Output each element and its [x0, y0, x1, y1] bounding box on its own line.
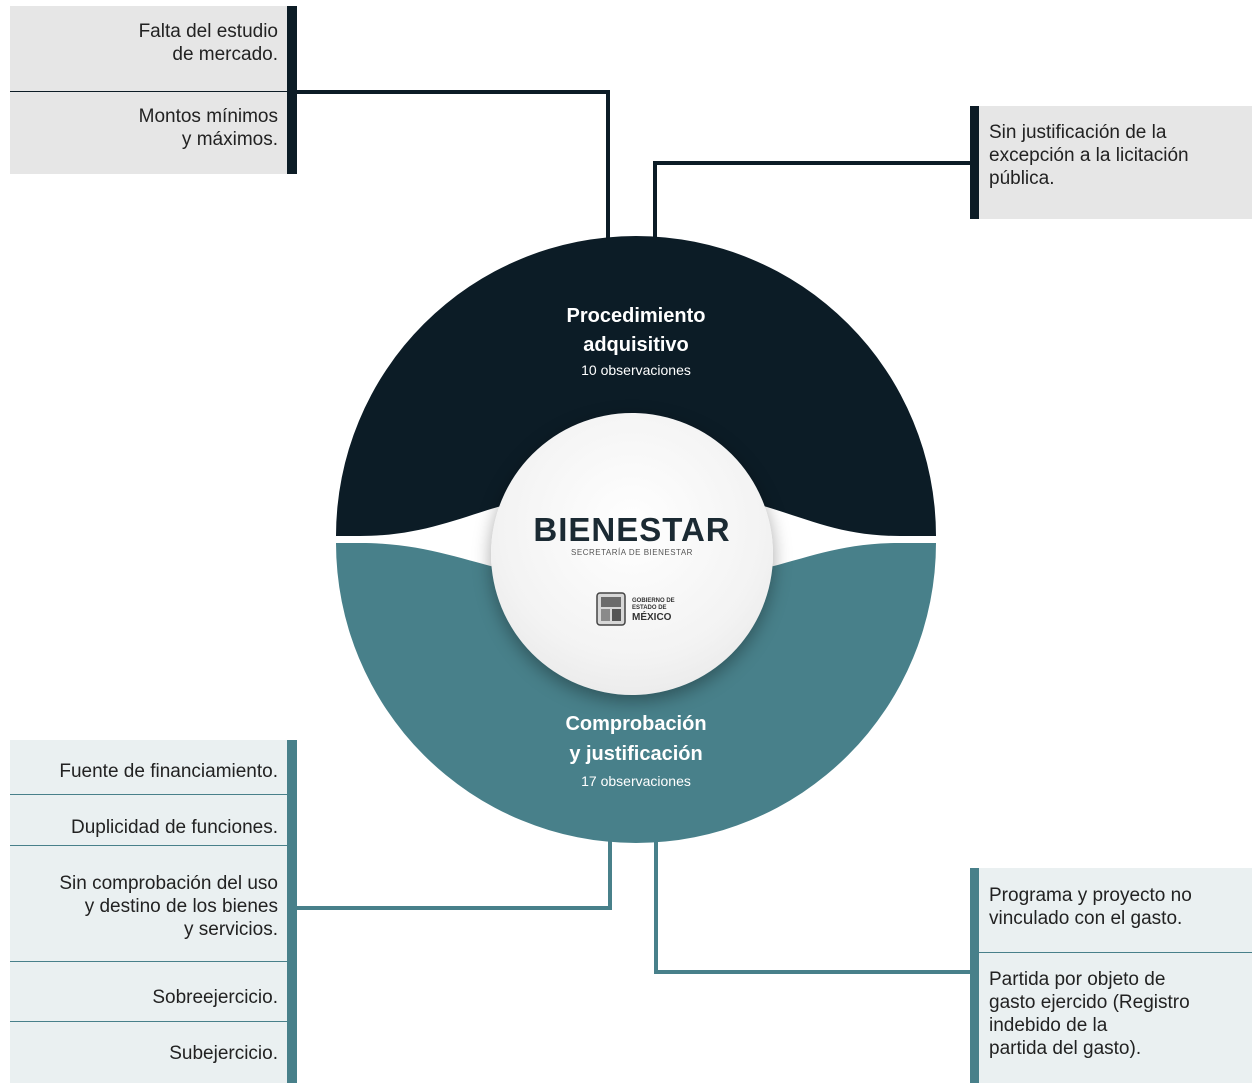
segment-procedimiento-adquisitivo	[336, 236, 936, 536]
list-item: Fuente de financiamiento.	[59, 761, 278, 782]
connector-top-left	[297, 90, 610, 242]
divider	[10, 794, 287, 795]
segment-top-title-line1: Procedimiento	[566, 305, 706, 327]
segment-bottom-count: 17 observaciones	[581, 773, 691, 789]
segment-bottom-title-line2: y justificación	[569, 743, 703, 765]
bienestar-logo-subtitle: SECRETARÍA DE BIENESTAR	[571, 548, 693, 557]
segment-top-count: 10 observaciones	[581, 362, 691, 378]
gobierno-edomex-logo: GOBIERNO DE ESTADO DE MÉXICO	[632, 598, 675, 623]
divider	[10, 91, 287, 92]
list-item: Subejercicio.	[169, 1043, 278, 1064]
top-left-accent-bar	[287, 6, 297, 174]
top-right-panel	[970, 106, 1252, 219]
list-item: Duplicidad de funciones.	[70, 817, 278, 838]
bottom-left-panel	[10, 740, 297, 1083]
connector-bottom-left	[297, 838, 612, 910]
divider	[10, 1021, 287, 1022]
list-item: Sobreejercicio.	[152, 987, 278, 1008]
bottom-left-accent-bar	[287, 740, 297, 1083]
bottom-right-panel	[970, 868, 1252, 1083]
divider	[10, 961, 287, 962]
top-right-accent-bar	[970, 106, 979, 219]
coat-of-arms-icon	[596, 592, 626, 626]
connector-bottom-right	[654, 838, 970, 974]
bienestar-logo: BIENESTAR	[533, 511, 731, 548]
connector-top-right	[653, 161, 970, 242]
segment-top-title-line2: adquisitivo	[583, 334, 689, 356]
segment-bottom-title-line1: Comprobación	[565, 713, 707, 735]
divider	[979, 952, 1252, 953]
top-left-panel	[10, 6, 297, 174]
divider	[10, 845, 287, 846]
bottom-right-accent-bar	[970, 868, 979, 1083]
center-logo-circle	[491, 413, 773, 695]
